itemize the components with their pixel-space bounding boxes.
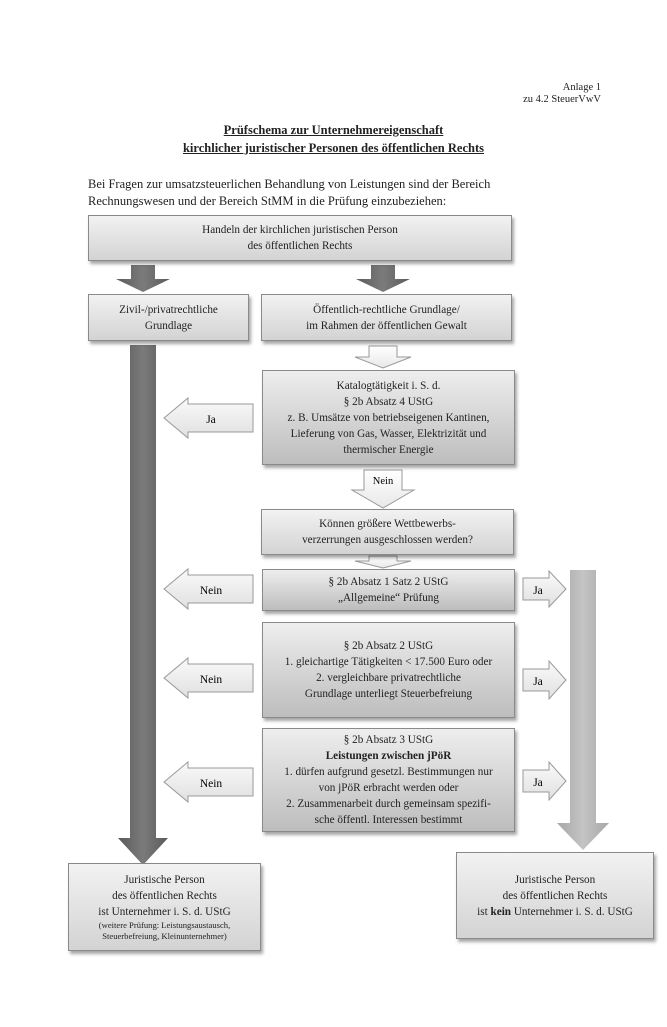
arrow-left-ja-katalog — [163, 396, 254, 440]
result-no-line-3: ist kein Unternehmer i. S. d. UStG — [477, 904, 633, 920]
annex-line-1: Anlage 1 — [562, 82, 601, 93]
node-absatz1: § 2b Absatz 1 Satz 2 UStG „Allgemeine“ P… — [262, 569, 515, 611]
label-nein-katalog: Nein — [373, 476, 394, 487]
node-handeln-line-2: des öffentlichen Rechts — [247, 240, 353, 252]
node-handeln-line-1: Handeln der kirchlichen juristischen Per… — [202, 224, 398, 236]
label-ja-absatz3: Ja — [533, 777, 543, 789]
node-absatz3: § 2b Absatz 3 UStG Leistungen zwischen j… — [262, 728, 515, 832]
result-yes-line-4: (weitere Prüfung: Leistungsaustausch, — [98, 920, 231, 930]
node-public-line-2: im Rahmen der öffentlichen Gewalt — [306, 319, 467, 332]
node-public-line-1: Öffentlich-rechtliche Grundlage/ — [313, 303, 460, 316]
arrow-down-katalog — [354, 345, 412, 369]
label-ja-katalog: Ja — [206, 414, 216, 426]
node-wettbewerb-line-1: Können größere Wettbewerbs- — [319, 518, 456, 530]
node-absatz1-line-2: „Allgemeine“ Prüfung — [338, 592, 439, 604]
arrow-down-private — [116, 265, 170, 292]
arrow-left-nein-absatz2 — [163, 656, 254, 700]
result-no-post: Unternehmer i. S. d. UStG — [511, 905, 633, 918]
arrow-left-nein-absatz3 — [163, 760, 254, 804]
result-yes-line-1: Juristische Person — [124, 874, 205, 886]
node-public: Öffentlich-rechtliche Grundlage/ im Rahm… — [261, 294, 512, 341]
result-yes-line-3: ist Unternehmer i. S. d. UStG — [98, 906, 231, 918]
node-handeln: Handeln der kirchlichen juristischen Per… — [88, 215, 512, 261]
arrow-right-ja-absatz1 — [522, 569, 567, 609]
node-absatz3-line-6: sche öffentl. Interessen bestimmt — [314, 814, 463, 826]
annex-line-2: zu 4.2 SteuerVwV — [523, 94, 601, 105]
label-ja-absatz2: Ja — [533, 676, 543, 688]
arrow-down-nein-katalog — [350, 469, 416, 509]
node-absatz2-line-3: 2. vergleichbare privatrechtliche — [316, 672, 461, 684]
node-private: Zivil-/privatrechtliche Grundlage — [88, 294, 249, 341]
label-nein-absatz1: Nein — [200, 585, 223, 597]
result-no-line-1: Juristische Person — [514, 873, 596, 886]
arrow-left-nein-absatz1 — [163, 567, 254, 611]
node-katalog-line-2: § 2b Absatz 4 UStG — [343, 395, 434, 408]
intro-line-1: Bei Fragen zur umsatzsteuerlichen Behand… — [88, 177, 491, 191]
page-subtitle: kirchlicher juristischer Personen des öf… — [182, 141, 484, 155]
result-no-pre: ist — [477, 905, 491, 918]
node-absatz2-line-1: § 2b Absatz 2 UStG — [343, 640, 434, 652]
node-absatz3-line-1: § 2b Absatz 3 UStG — [343, 734, 434, 746]
intro-line-2: Rechnungswesen und der Bereich StMM in d… — [88, 194, 447, 208]
node-absatz2: § 2b Absatz 2 UStG 1. gleichartige Tätig… — [262, 622, 515, 718]
node-katalog: Katalogtätigkeit i. S. d. § 2b Absatz 4 … — [262, 370, 515, 465]
bar-left-unternehmer — [118, 345, 168, 865]
node-absatz2-line-2: 1. gleichartige Tätigkeiten < 17.500 Eur… — [284, 656, 493, 668]
node-result-kein-unternehmer: Juristische Person des öffentlichen Rech… — [456, 852, 654, 939]
node-absatz3-line-3: 1. dürfen aufgrund gesetzl. Bestimmungen… — [284, 766, 493, 778]
result-yes-line-2: des öffentlichen Rechts — [112, 890, 217, 902]
node-wettbewerb-line-2: verzerrungen ausgeschlossen werden? — [302, 534, 473, 546]
arrow-down-wettbewerb — [354, 555, 412, 569]
node-private-line-2: Grundlage — [144, 319, 193, 332]
node-katalog-line-4: Lieferung von Gas, Wasser, Elektrizität … — [290, 427, 487, 440]
intro-text: Bei Fragen zur umsatzsteuerlichen Behand… — [88, 176, 588, 210]
result-no-line-2: des öffentlichen Rechts — [502, 889, 608, 902]
arrow-right-ja-absatz2 — [522, 659, 567, 701]
node-private-line-1: Zivil-/privatrechtliche — [119, 303, 218, 316]
annex-label: Anlage 1 zu 4.2 SteuerVwV — [523, 82, 601, 106]
node-katalog-line-1: Katalogtätigkeit i. S. d. — [336, 379, 441, 392]
node-katalog-line-3: z. B. Umsätze von betriebseigenen Kantin… — [287, 411, 490, 424]
node-absatz2-line-4: Grundlage unterliegt Steuerbefreiung — [304, 688, 473, 700]
node-absatz3-line-5: 2. Zusammenarbeit durch gemeinsam spezif… — [286, 798, 491, 810]
label-nein-absatz2: Nein — [200, 674, 223, 686]
node-absatz3-line-2: Leistungen zwischen jPöR — [325, 750, 452, 762]
node-wettbewerb: Können größere Wettbewerbs- verzerrungen… — [261, 509, 514, 555]
result-yes-line-5: Steuerbefreiung, Kleinunternehmer) — [102, 931, 227, 941]
node-result-unternehmer: Juristische Person des öffentlichen Rech… — [68, 863, 261, 951]
bar-right-kein-unternehmer — [557, 570, 609, 850]
label-nein-absatz3: Nein — [200, 778, 223, 790]
label-ja-absatz1: Ja — [533, 585, 543, 597]
node-absatz3-line-4: von jPöR erbracht werden oder — [318, 782, 459, 794]
node-absatz1-line-1: § 2b Absatz 1 Satz 2 UStG — [328, 576, 449, 588]
page-title: Prüfschema zur Unternehmereigenschaft — [223, 123, 444, 137]
node-katalog-line-5: thermischer Energie — [343, 443, 434, 456]
arrow-right-ja-absatz3 — [522, 760, 567, 802]
arrow-down-public — [356, 265, 410, 292]
result-no-bold: kein — [490, 905, 512, 918]
